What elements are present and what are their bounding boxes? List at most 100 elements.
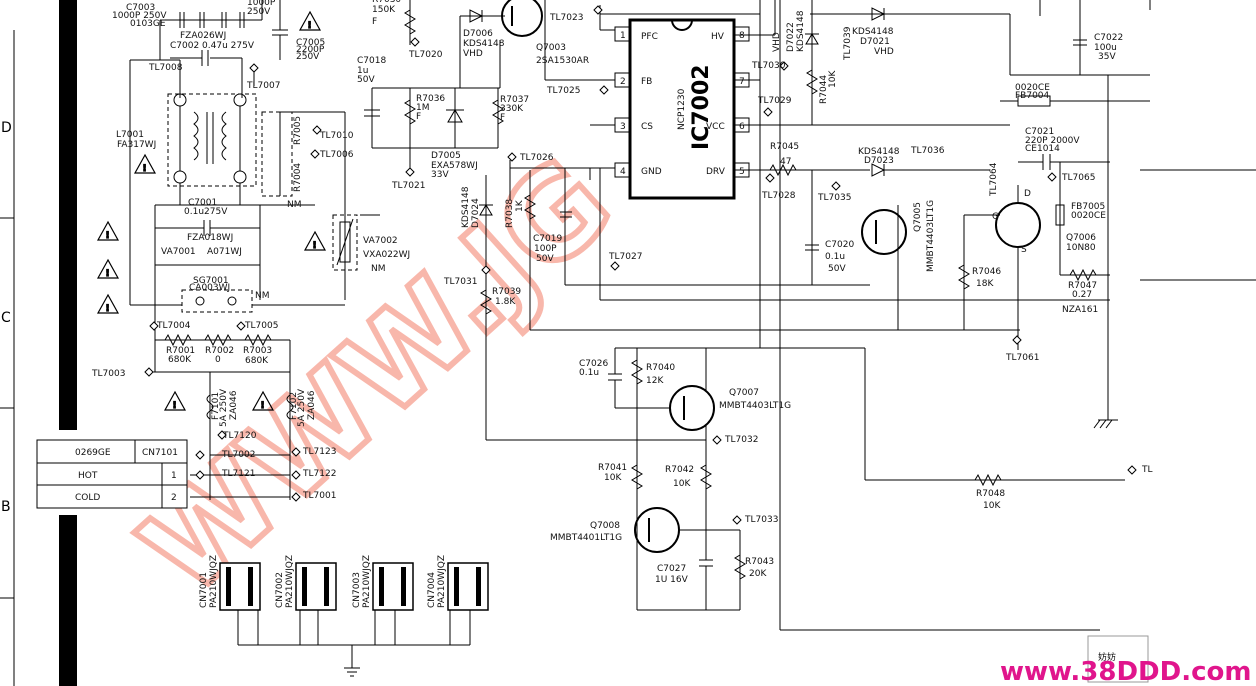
component-label-c7022: C7022: [1094, 33, 1123, 43]
ic-pin-label: DRV: [706, 167, 726, 177]
component-label-tl7120: TL7120: [222, 431, 257, 441]
component-label-d7006: D7006: [463, 29, 493, 39]
svg-text:!: !: [173, 401, 177, 411]
ic-pin-number: 2: [620, 77, 626, 87]
warning-icon: !: [96, 220, 120, 242]
component-label-c7027v: 1U 16V: [655, 575, 689, 585]
component-label-r7037v: 330K: [500, 104, 524, 114]
component-label-c7020v: 0.1u: [825, 252, 845, 262]
component-label-tl7003: TL7003: [91, 369, 125, 379]
component-label-sa1530: 2SA1530AR: [536, 56, 589, 66]
component-label-ca003: CA003WJ: [189, 283, 230, 293]
test-points: [144, 5, 1137, 525]
component-label-fza026: FZA026WJ: [180, 31, 226, 41]
connector-ref: CN7003: [352, 572, 362, 608]
component-label-c7001v: 0.1u275V: [184, 207, 228, 217]
site-watermark: 妨妨 www.38DDD.com: [1000, 635, 1251, 686]
component-label-f7101p: ZA046: [229, 390, 239, 420]
component-label-r7003: R7003: [243, 346, 272, 356]
ic-pin-label: HV: [711, 32, 725, 42]
component-label-tl7064: TL7064: [989, 162, 999, 197]
component-label-c7003: C7003: [126, 3, 155, 13]
connector-row-label: HOT: [78, 471, 98, 481]
component-label-r7042: R7042: [665, 465, 694, 475]
component-label-nm1: NM: [287, 200, 302, 210]
component-label-r7047v: 0.27: [1072, 290, 1092, 300]
component-label-c7003p: 0103GE: [130, 19, 166, 29]
component-label-d7021: D7021: [860, 37, 890, 47]
component-label-r7041v: 10K: [604, 473, 622, 483]
ic-pin-label: FB: [641, 77, 652, 87]
component-label-c7005: C7005: [296, 38, 325, 48]
component-label-r7040: R7040: [646, 363, 675, 373]
component-label-tl7021: TL7021: [391, 181, 425, 191]
component-label-mmbt4403a: MMBT4403LT1G: [926, 200, 936, 272]
component-label-ce1014: CE1014: [1025, 144, 1060, 154]
component-label-kds2: KDS4148: [461, 186, 471, 228]
ic-pin-label: PFC: [641, 32, 658, 42]
component-label-tl7027: TL7027: [608, 252, 642, 262]
component-label-r7038v: 1K: [515, 199, 525, 212]
component-label-tl7123: TL7123: [302, 447, 336, 457]
ic-pin-number: 6: [739, 122, 745, 132]
component-label-r7038: R7038: [505, 199, 515, 228]
component-label-g_pin: G: [992, 212, 999, 222]
component-label-d7005: D7005: [431, 151, 461, 161]
component-label-mmbt4401: MMBT4401LT1G: [550, 533, 622, 543]
component-label-vhd2: VHD: [772, 32, 782, 52]
component-label-tl7005: TL7005: [244, 321, 278, 331]
component-label-c7002: C7002 0.47u 275V: [170, 41, 255, 51]
component-label-c7022v: 100u: [1094, 43, 1117, 53]
bottom-connectors: CN7001 PA210WJQZ CN7002 PA210WJQZ CN7003…: [199, 555, 489, 611]
component-label-q7005: Q7005: [913, 202, 923, 232]
connector-row-label: COLD: [75, 493, 100, 503]
component-label-tl7030: TL7030: [751, 61, 786, 71]
connector-row-pin: 1: [171, 471, 177, 481]
connector-ref: CN7002: [275, 572, 285, 608]
component-label-r7044: R7044: [819, 75, 829, 104]
component-label-fza018: FZA018WJ: [187, 233, 233, 243]
component-label-r7005: R7005: [293, 116, 303, 145]
component-label-va7001: VA7001: [161, 247, 196, 257]
component-label-c1000: 1000P: [247, 0, 276, 8]
ic-pin-number: 7: [739, 77, 745, 87]
component-label-r7030v: 150K: [372, 5, 396, 15]
component-label-c250: 250V: [247, 7, 271, 17]
component-label-tl7065: TL7065: [1061, 173, 1095, 183]
component-label-d7024: D7024: [471, 198, 481, 228]
component-label-c7005v: 2200P: [296, 45, 325, 55]
svg-text:!: !: [106, 304, 110, 314]
component-label-c7027: C7027: [657, 564, 686, 574]
component-label-ce0020: 0020CE: [1015, 83, 1050, 93]
component-label-r7043: R7043: [745, 557, 774, 567]
component-label-exa578: EXA578WJ: [431, 161, 478, 171]
component-label-tl7026: TL7026: [519, 153, 554, 163]
logo-text: 妨妨: [1098, 651, 1116, 663]
connector-part: 0269GE: [75, 448, 111, 458]
component-label-r7037: R7037: [500, 95, 529, 105]
component-label-c7019w: 50V: [536, 254, 554, 264]
component-label-tl7121: TL7121: [221, 469, 255, 479]
component-label-r7048v: 10K: [983, 501, 1001, 511]
component-label-q7003: Q7003: [536, 43, 566, 53]
component-label-tl7007: TL7007: [246, 81, 280, 91]
component-label-nza161: NZA161: [1062, 305, 1098, 315]
component-label-sg7001: SG7001: [193, 276, 229, 286]
component-label-d_pin: D: [1024, 189, 1031, 199]
ic-pin-number: 5: [739, 167, 745, 177]
site-url: www.38DDD.com: [1000, 657, 1251, 686]
component-label-vxa022: VXA022WJ: [363, 250, 410, 260]
component-label-c7018: C7018: [357, 56, 386, 66]
component-label-r7045v: 47: [780, 157, 791, 167]
component-label-r7001v: 680K: [168, 355, 192, 365]
component-label-l7001p: FA317WJ: [117, 140, 156, 150]
component-label-r7037f: F: [500, 113, 505, 123]
warning-icon: !: [251, 390, 275, 412]
component-label-tl7001: TL7001: [302, 491, 336, 501]
component-label-kds1: KDS4148: [463, 39, 505, 49]
warning-icon: !: [303, 230, 327, 252]
component-label-c7005w: 250V: [296, 52, 320, 62]
component-label-f7101v: 5A 250V: [219, 388, 229, 427]
component-label-c7021v: 220P 2000V: [1025, 136, 1080, 146]
component-label-c7021: C7021: [1025, 127, 1054, 137]
